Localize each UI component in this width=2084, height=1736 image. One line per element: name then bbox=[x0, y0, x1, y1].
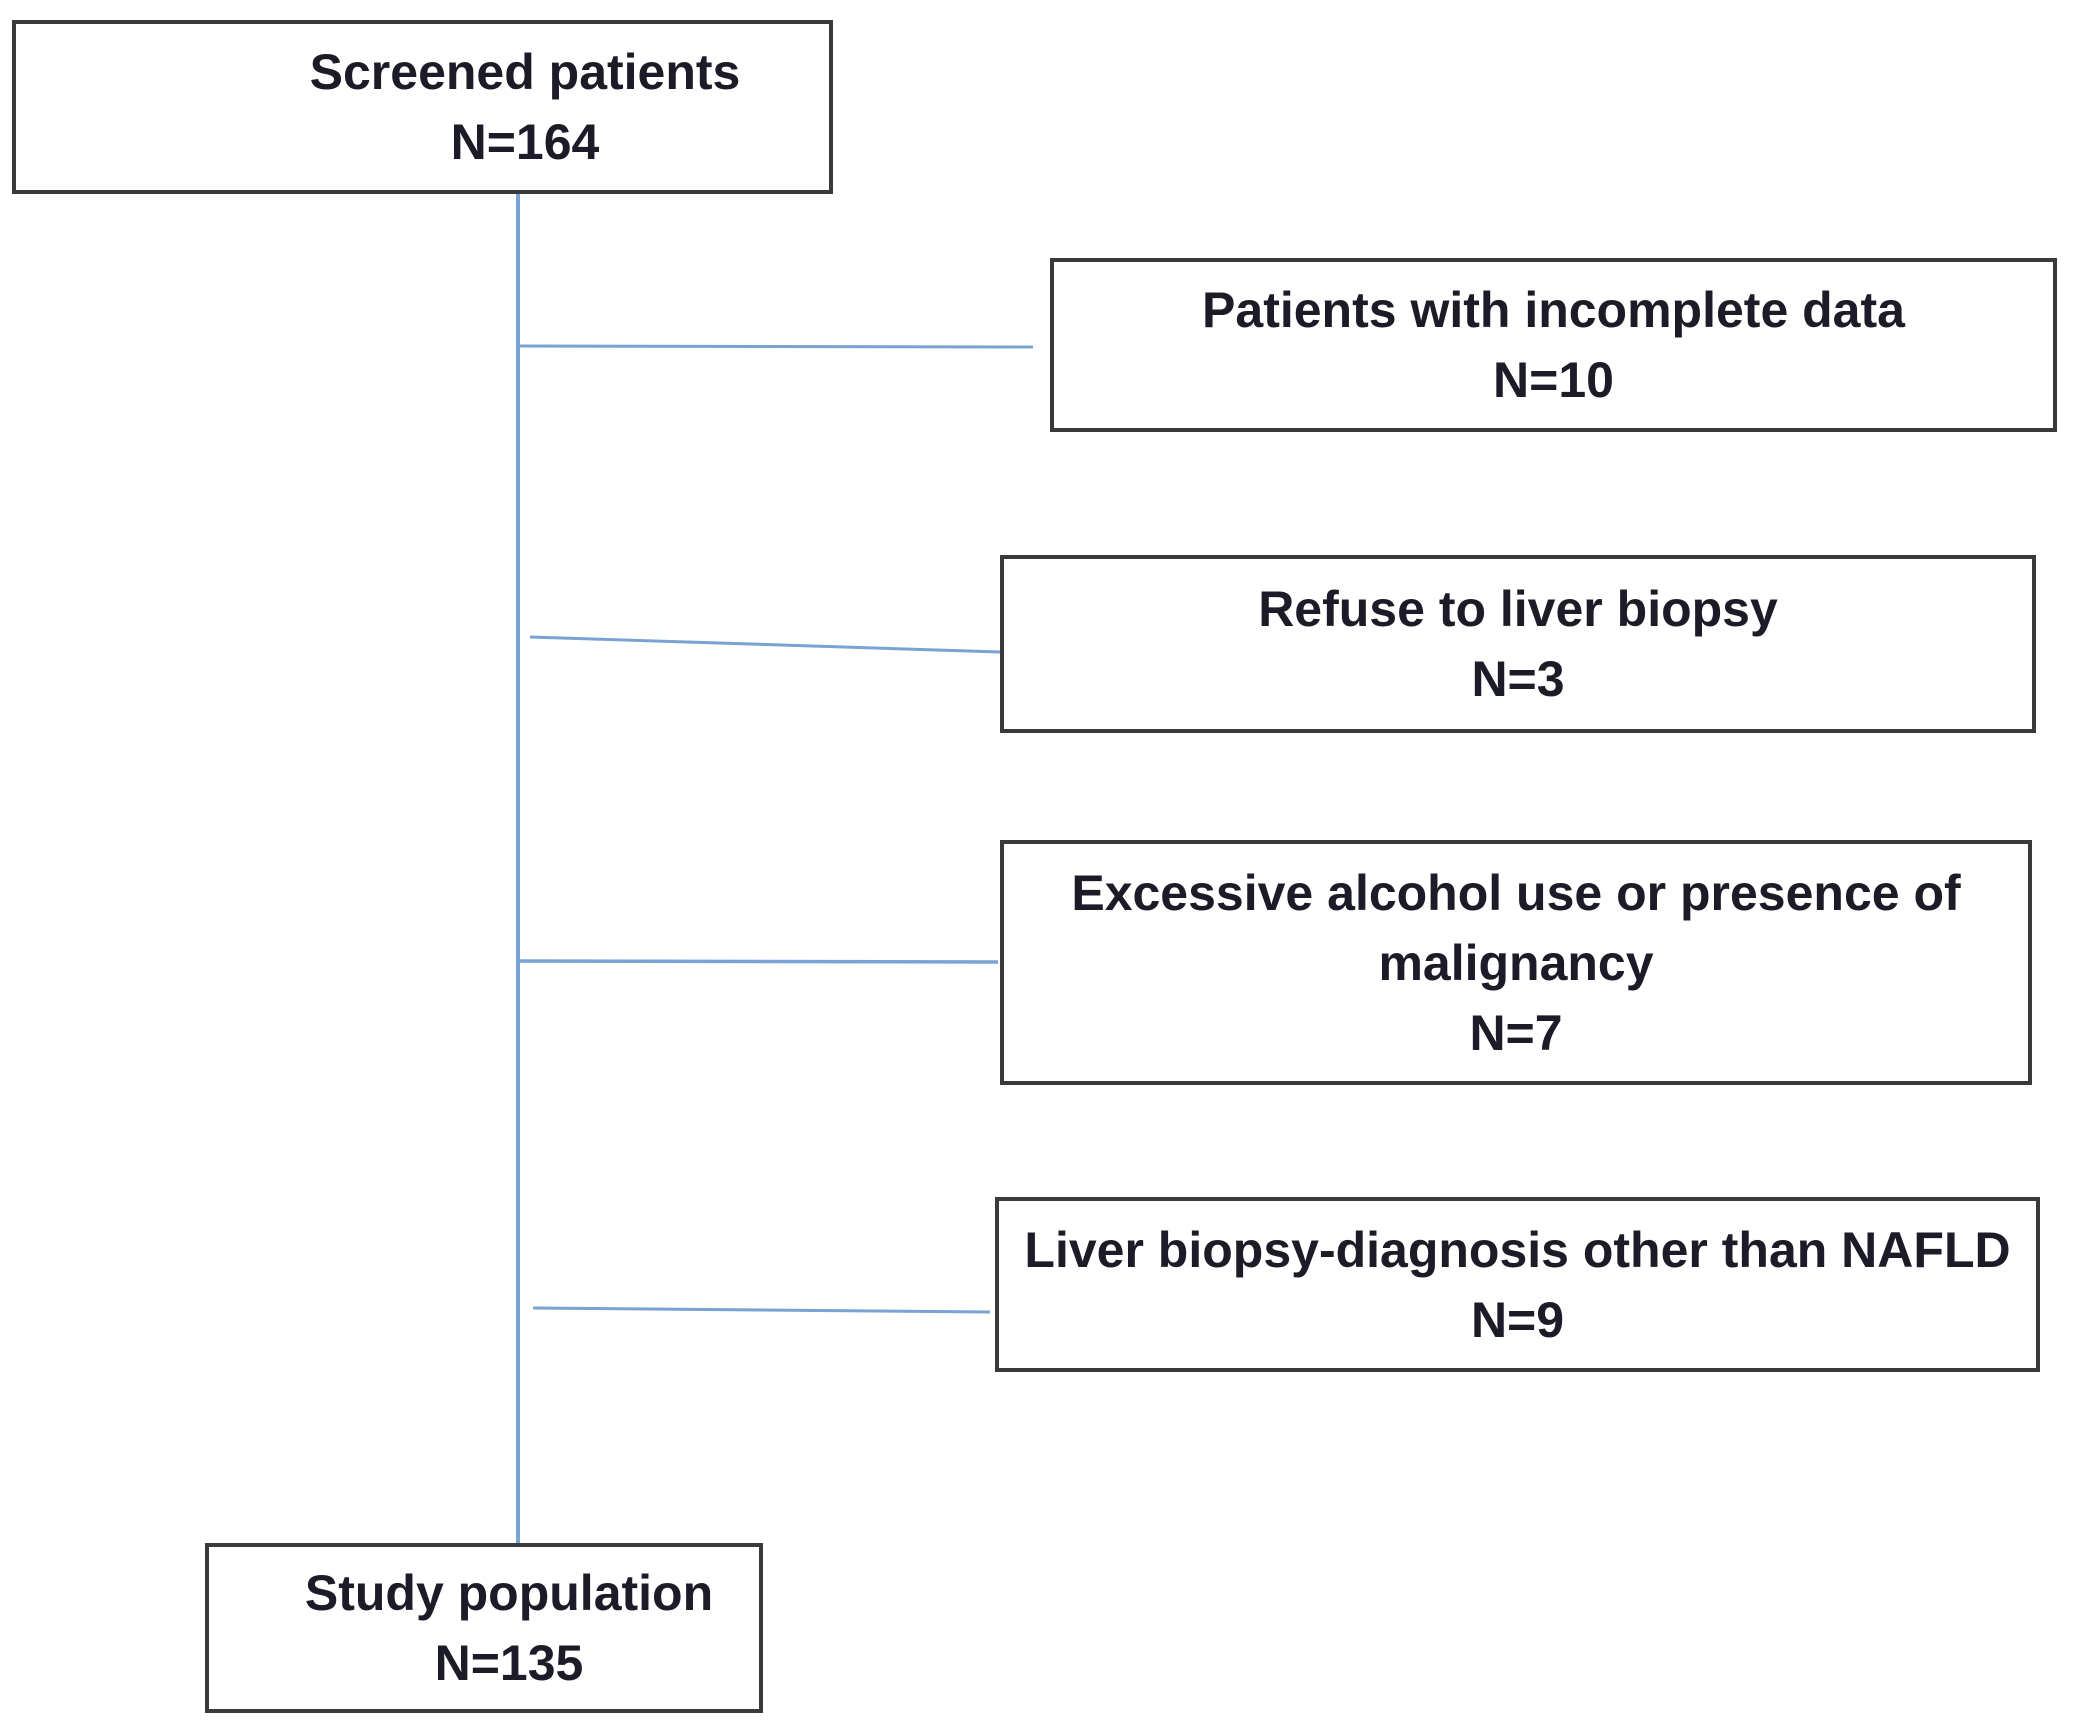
connector-branch-refuse bbox=[529, 635, 1001, 654]
box-refuse-biopsy: Refuse to liver biopsy N=3 bbox=[1000, 555, 2036, 733]
box-count: N=10 bbox=[1493, 352, 1614, 408]
box-count: N=9 bbox=[1470, 1291, 1565, 1348]
connector-branch-nafld bbox=[532, 1306, 991, 1314]
box-label: Patients with incomplete data bbox=[1202, 282, 1905, 338]
box-label: Study population bbox=[304, 1565, 714, 1621]
box-study-population: Study population N=135 bbox=[205, 1543, 763, 1713]
box-count: N=135 bbox=[434, 1635, 584, 1691]
box-label: Liver biopsy-diagnosis other than NAFLD bbox=[1024, 1221, 2011, 1278]
box-count: N=164 bbox=[450, 114, 600, 170]
box-label: Screened patients bbox=[309, 44, 741, 100]
box-alcohol-malignancy: Excessive alcohol use or presence of mal… bbox=[1000, 840, 2032, 1085]
box-label: Refuse to liver biopsy bbox=[1258, 581, 1778, 637]
connector-branch-incomplete bbox=[519, 344, 1034, 349]
box-other-diagnosis: Liver biopsy-diagnosis other than NAFLD … bbox=[995, 1197, 2040, 1372]
box-label: Excessive alcohol use or presence of bbox=[1071, 864, 1961, 921]
box-screened-patients: Screened patients N=164 bbox=[12, 20, 833, 194]
connector-branch-alcohol bbox=[519, 959, 999, 964]
box-incomplete-data: Patients with incomplete data N=10 bbox=[1050, 258, 2057, 432]
box-count: N=3 bbox=[1471, 651, 1565, 707]
box-count: N=7 bbox=[1469, 1004, 1563, 1061]
box-label: malignancy bbox=[1378, 934, 1654, 991]
